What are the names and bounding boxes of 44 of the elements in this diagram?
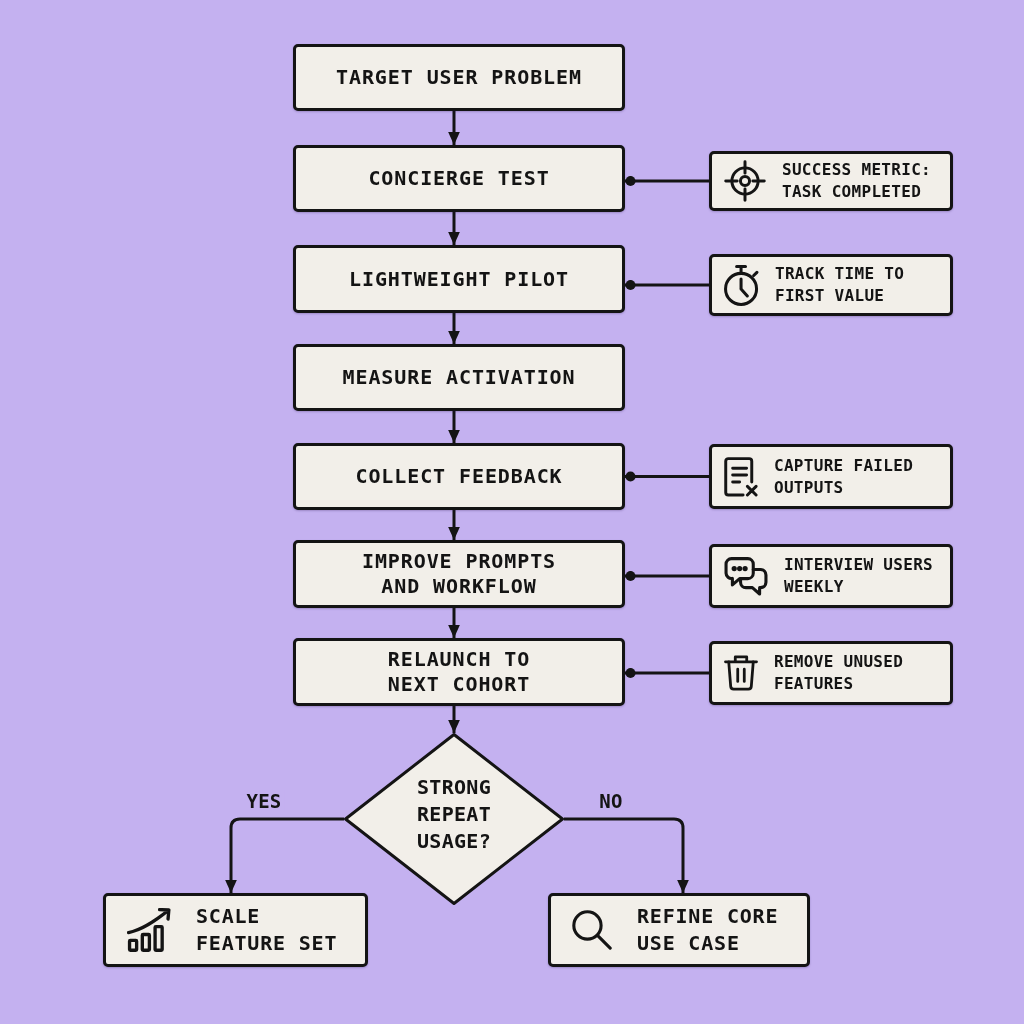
step-label: IMPROVE PROMPTS AND WORKFLOW (360, 549, 558, 599)
step-label: COLLECT FEEDBACK (355, 464, 563, 489)
note-box (709, 151, 953, 211)
note-text: REMOVE UNUSED FEATURES (774, 651, 905, 695)
note-text: SUCCESS METRIC: TASK COMPLETED (782, 159, 932, 203)
process-box (293, 245, 625, 313)
outcome-text: SCALE FEATURE SET (196, 903, 339, 957)
dot-connector (625, 471, 709, 482)
note-box (709, 444, 953, 509)
arrow (448, 313, 460, 344)
outcome-box (103, 893, 368, 967)
arrow (225, 817, 344, 893)
process-box (293, 145, 625, 212)
arrow (448, 510, 460, 540)
arrow (448, 608, 460, 638)
outcome-text: REFINE CORE USE CASE (637, 903, 780, 957)
note-box (709, 254, 953, 316)
dot-connector (625, 570, 709, 582)
note-box (709, 641, 953, 705)
process-box (293, 540, 625, 608)
process-box (293, 344, 625, 411)
process-box (293, 638, 625, 706)
note-text: INTERVIEW USERS WEEKLY (784, 554, 934, 598)
decision-diamond (344, 733, 564, 905)
step-label: RELAUNCH TO NEXT COHORT (386, 647, 532, 697)
step-label: MEASURE ACTIVATION (342, 365, 576, 390)
arrow (448, 212, 460, 245)
arrow (448, 706, 460, 733)
note-text: CAPTURE FAILED OUTPUTS (774, 454, 915, 499)
dot-connector (625, 279, 709, 291)
step-label: CONCIERGE TEST (368, 166, 550, 191)
step-label: TARGET USER PROBLEM (336, 65, 582, 90)
dot-connector (625, 175, 709, 187)
process-box (293, 44, 625, 111)
outcome-box (548, 893, 810, 967)
process-box (293, 443, 625, 510)
step-label: LIGHTWEIGHT PILOT (349, 266, 569, 292)
arrow (564, 817, 689, 893)
arrow (448, 411, 460, 443)
note-text: TRACK TIME TO FIRST VALUE (775, 263, 906, 307)
decision-text: STRONG REPEAT USAGE? (415, 773, 492, 855)
arrow (448, 111, 460, 145)
dot-connector (625, 667, 709, 679)
note-box (709, 544, 953, 608)
